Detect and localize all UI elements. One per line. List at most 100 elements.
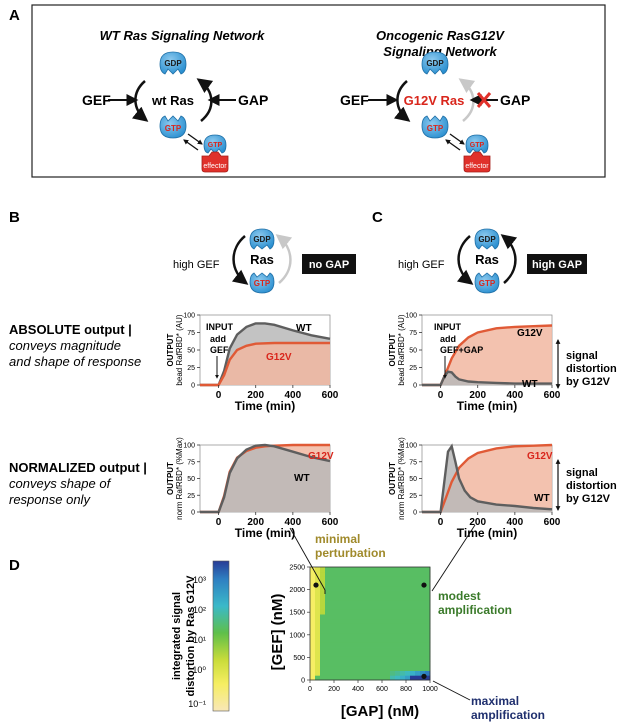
- heatmap-cell: [405, 656, 411, 662]
- heatmap-cell: [325, 656, 331, 662]
- heatmap-cell: [355, 670, 361, 676]
- x-tick-label: 200: [469, 517, 486, 528]
- heatmap-cell: [345, 647, 351, 653]
- heatmap-cell: [370, 614, 376, 620]
- heatmap-cell: [405, 618, 411, 624]
- heatmap-cell: [360, 628, 366, 634]
- heatmap-cell: [335, 661, 341, 667]
- heatmap-cell: [320, 661, 326, 667]
- heatmap-cell: [330, 595, 336, 601]
- heatmap-cell: [390, 567, 396, 573]
- heatmap-cell: [365, 576, 371, 582]
- heatmap-cell: [340, 637, 346, 643]
- heatmap-cell: [345, 595, 351, 601]
- heatmap-cell: [360, 599, 366, 606]
- c-norm-wt-label: WT: [534, 493, 550, 504]
- heatmap-cell: [390, 609, 396, 615]
- heatmap-cell: [370, 642, 376, 648]
- heatmap-cell: [335, 604, 341, 610]
- x-tick-label: 400: [507, 517, 524, 528]
- heatmap-cell: [345, 590, 351, 596]
- heatmap-cell: [350, 599, 356, 606]
- heatmap-cell: [325, 647, 331, 653]
- heatmap-cell: [325, 609, 331, 615]
- b-gdp-ras-icon: GDP: [249, 228, 275, 250]
- heatmap-cell: [315, 675, 321, 681]
- heatmap-cell: [385, 604, 391, 610]
- heatmap-cell: [315, 599, 321, 606]
- heatmap-cell: [360, 642, 366, 648]
- heatmap-cell: [310, 585, 316, 591]
- heatmap-cell: [420, 628, 426, 634]
- heatmap-cell: [330, 642, 336, 648]
- heatmap-cell: [360, 614, 366, 620]
- heatmap-cell: [390, 661, 396, 667]
- colorbar-label-line1: integrated signal: [171, 592, 183, 680]
- heatmap-cell: [425, 632, 431, 639]
- heatmap-cell: [370, 661, 376, 667]
- heatmap-cell: [415, 581, 421, 587]
- heatmap-cell: [340, 599, 346, 606]
- heatmap-cell: [360, 581, 366, 587]
- heatmap-cell: [355, 614, 361, 620]
- heatmap-cell: [380, 632, 386, 639]
- heatmap-cell: [340, 632, 346, 639]
- heatmap-cell: [420, 604, 426, 610]
- c-add-label: add: [440, 334, 456, 344]
- heatmap-cell: [310, 628, 316, 634]
- heatmap-cell: [355, 651, 361, 657]
- heatmap-cell: [370, 599, 376, 606]
- heatmap-cell: [310, 567, 316, 573]
- onc-gdp-ras-icon: GDP: [421, 51, 449, 75]
- series-area-g12v: [200, 343, 330, 385]
- heatmap-cell: [325, 585, 331, 591]
- heatmap-cell: [385, 637, 391, 643]
- heatmap-cell: [315, 647, 321, 653]
- heatmap-cell: [340, 661, 346, 667]
- c-add-gef-gap-label: GEF+GAP: [440, 345, 483, 355]
- heatmap-cell: [315, 665, 321, 671]
- heatmap-cell: [350, 623, 356, 629]
- b-ras-label: Ras: [250, 252, 274, 267]
- heatmap-cell: [360, 590, 366, 596]
- heatmap-cell: [425, 675, 431, 681]
- y-tick-label: 100: [183, 443, 195, 450]
- heatmap-cell: [385, 599, 391, 606]
- heatmap-cell: [385, 661, 391, 667]
- y-tick-label: 100: [405, 313, 417, 320]
- heatmap-cell: [345, 567, 351, 573]
- minimal-dot: [313, 582, 319, 588]
- gtp-ras-icon: GTP: [159, 115, 187, 139]
- heatmap-cell: [400, 571, 406, 577]
- heatmap-cell: [375, 590, 381, 596]
- heatmap-cell: [310, 623, 316, 629]
- heatmap-cell: [345, 632, 351, 639]
- heatmap-cell: [400, 661, 406, 667]
- x-tick-label: 0: [438, 390, 444, 401]
- heatmap-cell: [415, 623, 421, 629]
- heatmap-cell: [325, 670, 331, 676]
- onc-gef-label: GEF: [340, 92, 369, 108]
- heatmap-cell: [355, 632, 361, 639]
- heatmap-cell: [360, 623, 366, 629]
- panel-d-letter: D: [9, 557, 20, 574]
- heatmap-cell: [340, 590, 346, 596]
- heatmap-cell: [360, 609, 366, 615]
- heatmap-cell: [310, 647, 316, 653]
- heatmap-cell: [395, 661, 401, 667]
- b-gdp-text: GDP: [253, 235, 271, 244]
- heatmap-cell: [365, 623, 371, 629]
- heatmap-cell: [380, 571, 386, 577]
- heatmap-cell: [325, 642, 331, 648]
- gdp-text: GDP: [164, 59, 182, 68]
- heatmap-cell: [340, 576, 346, 582]
- heatmap-cell: [370, 585, 376, 591]
- colorbar-tick-5: 10⁻¹: [188, 699, 206, 709]
- heatmap-cell: [385, 614, 391, 620]
- normalized-output-desc-2: response only: [9, 492, 91, 507]
- heatmap-cell: [350, 567, 356, 573]
- heatmap-cell: [320, 609, 326, 615]
- heatmap-cell: [380, 651, 386, 657]
- heatmap-cell: [310, 595, 316, 601]
